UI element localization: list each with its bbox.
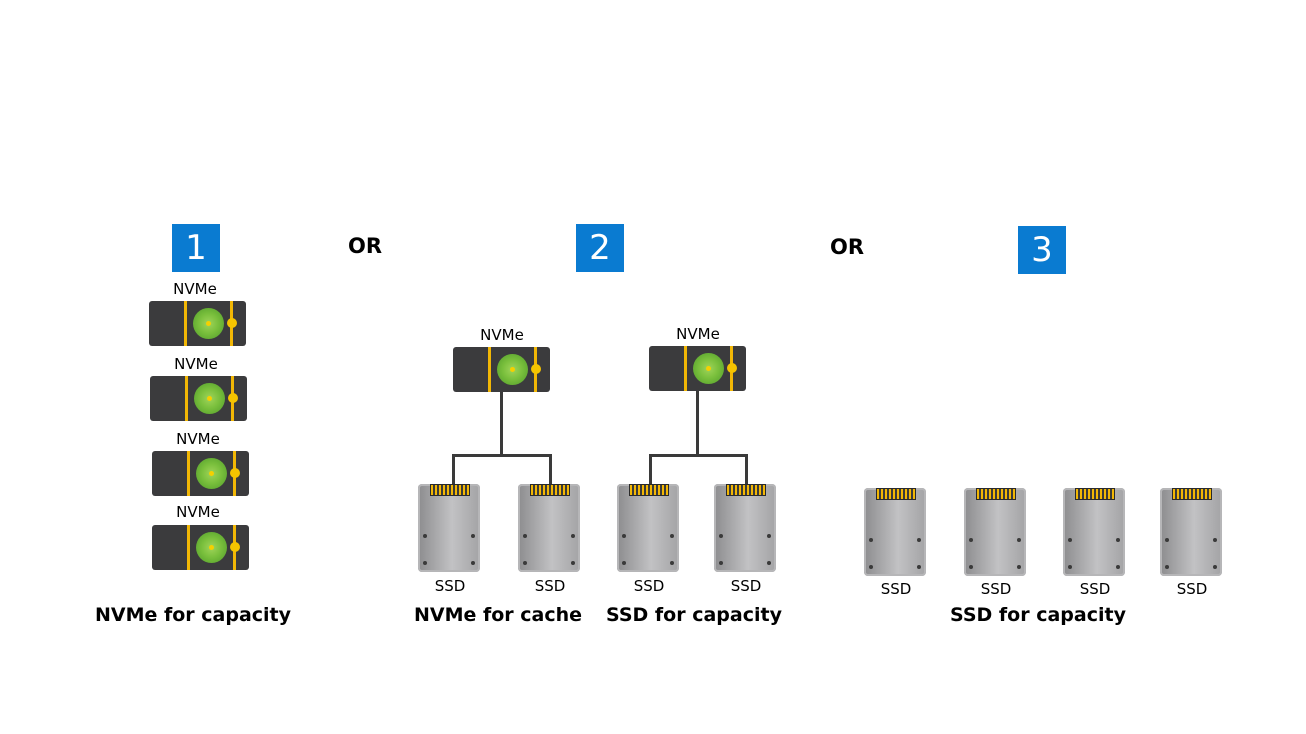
option-3-badge: 3 <box>1018 226 1066 274</box>
connector-line <box>500 392 503 456</box>
nvme-label: NVMe <box>480 326 524 344</box>
nvme-label: NVMe <box>173 280 217 298</box>
ssd-drive-icon <box>964 488 1026 576</box>
ssd-label: SSD <box>980 580 1012 598</box>
connector-line <box>649 454 652 484</box>
ssd-label: SSD <box>1176 580 1208 598</box>
nvme-drive-icon <box>150 376 247 421</box>
nvme-label: NVMe <box>176 503 220 521</box>
nvme-drive-icon <box>152 451 249 496</box>
ssd-drive-icon <box>864 488 926 576</box>
nvme-cache-drive-icon <box>649 346 746 391</box>
option-1-caption: NVMe for capacity <box>94 604 292 626</box>
connector-line <box>649 454 748 457</box>
option-2-badge: 2 <box>576 224 624 272</box>
option-3-caption: SSD for capacity <box>950 604 1126 626</box>
connector-line <box>745 454 748 484</box>
connector-line <box>452 454 552 457</box>
ssd-drive-icon <box>617 484 679 572</box>
nvme-drive-icon <box>149 301 246 346</box>
ssd-label: SSD <box>434 577 466 595</box>
ssd-drive-icon <box>418 484 480 572</box>
nvme-drive-icon <box>152 525 249 570</box>
ssd-drive-icon <box>1160 488 1222 576</box>
ssd-label: SSD <box>534 577 566 595</box>
option-2-capacity-caption: SSD for capacity <box>606 604 782 626</box>
nvme-label: NVMe <box>176 430 220 448</box>
nvme-label: NVMe <box>174 355 218 373</box>
ssd-label: SSD <box>880 580 912 598</box>
ssd-drive-icon <box>1063 488 1125 576</box>
or-separator-1: OR <box>348 234 383 258</box>
ssd-drive-icon <box>518 484 580 572</box>
ssd-label: SSD <box>633 577 665 595</box>
ssd-label: SSD <box>1079 580 1111 598</box>
option-1-badge: 1 <box>172 224 220 272</box>
option-2-cache-caption: NVMe for cache <box>413 604 583 626</box>
ssd-drive-icon <box>714 484 776 572</box>
nvme-label: NVMe <box>676 325 720 343</box>
connector-line <box>549 454 552 484</box>
connector-line <box>452 454 455 484</box>
connector-line <box>696 391 699 455</box>
or-separator-2: OR <box>830 235 865 259</box>
ssd-label: SSD <box>730 577 762 595</box>
nvme-cache-drive-icon <box>453 347 550 392</box>
